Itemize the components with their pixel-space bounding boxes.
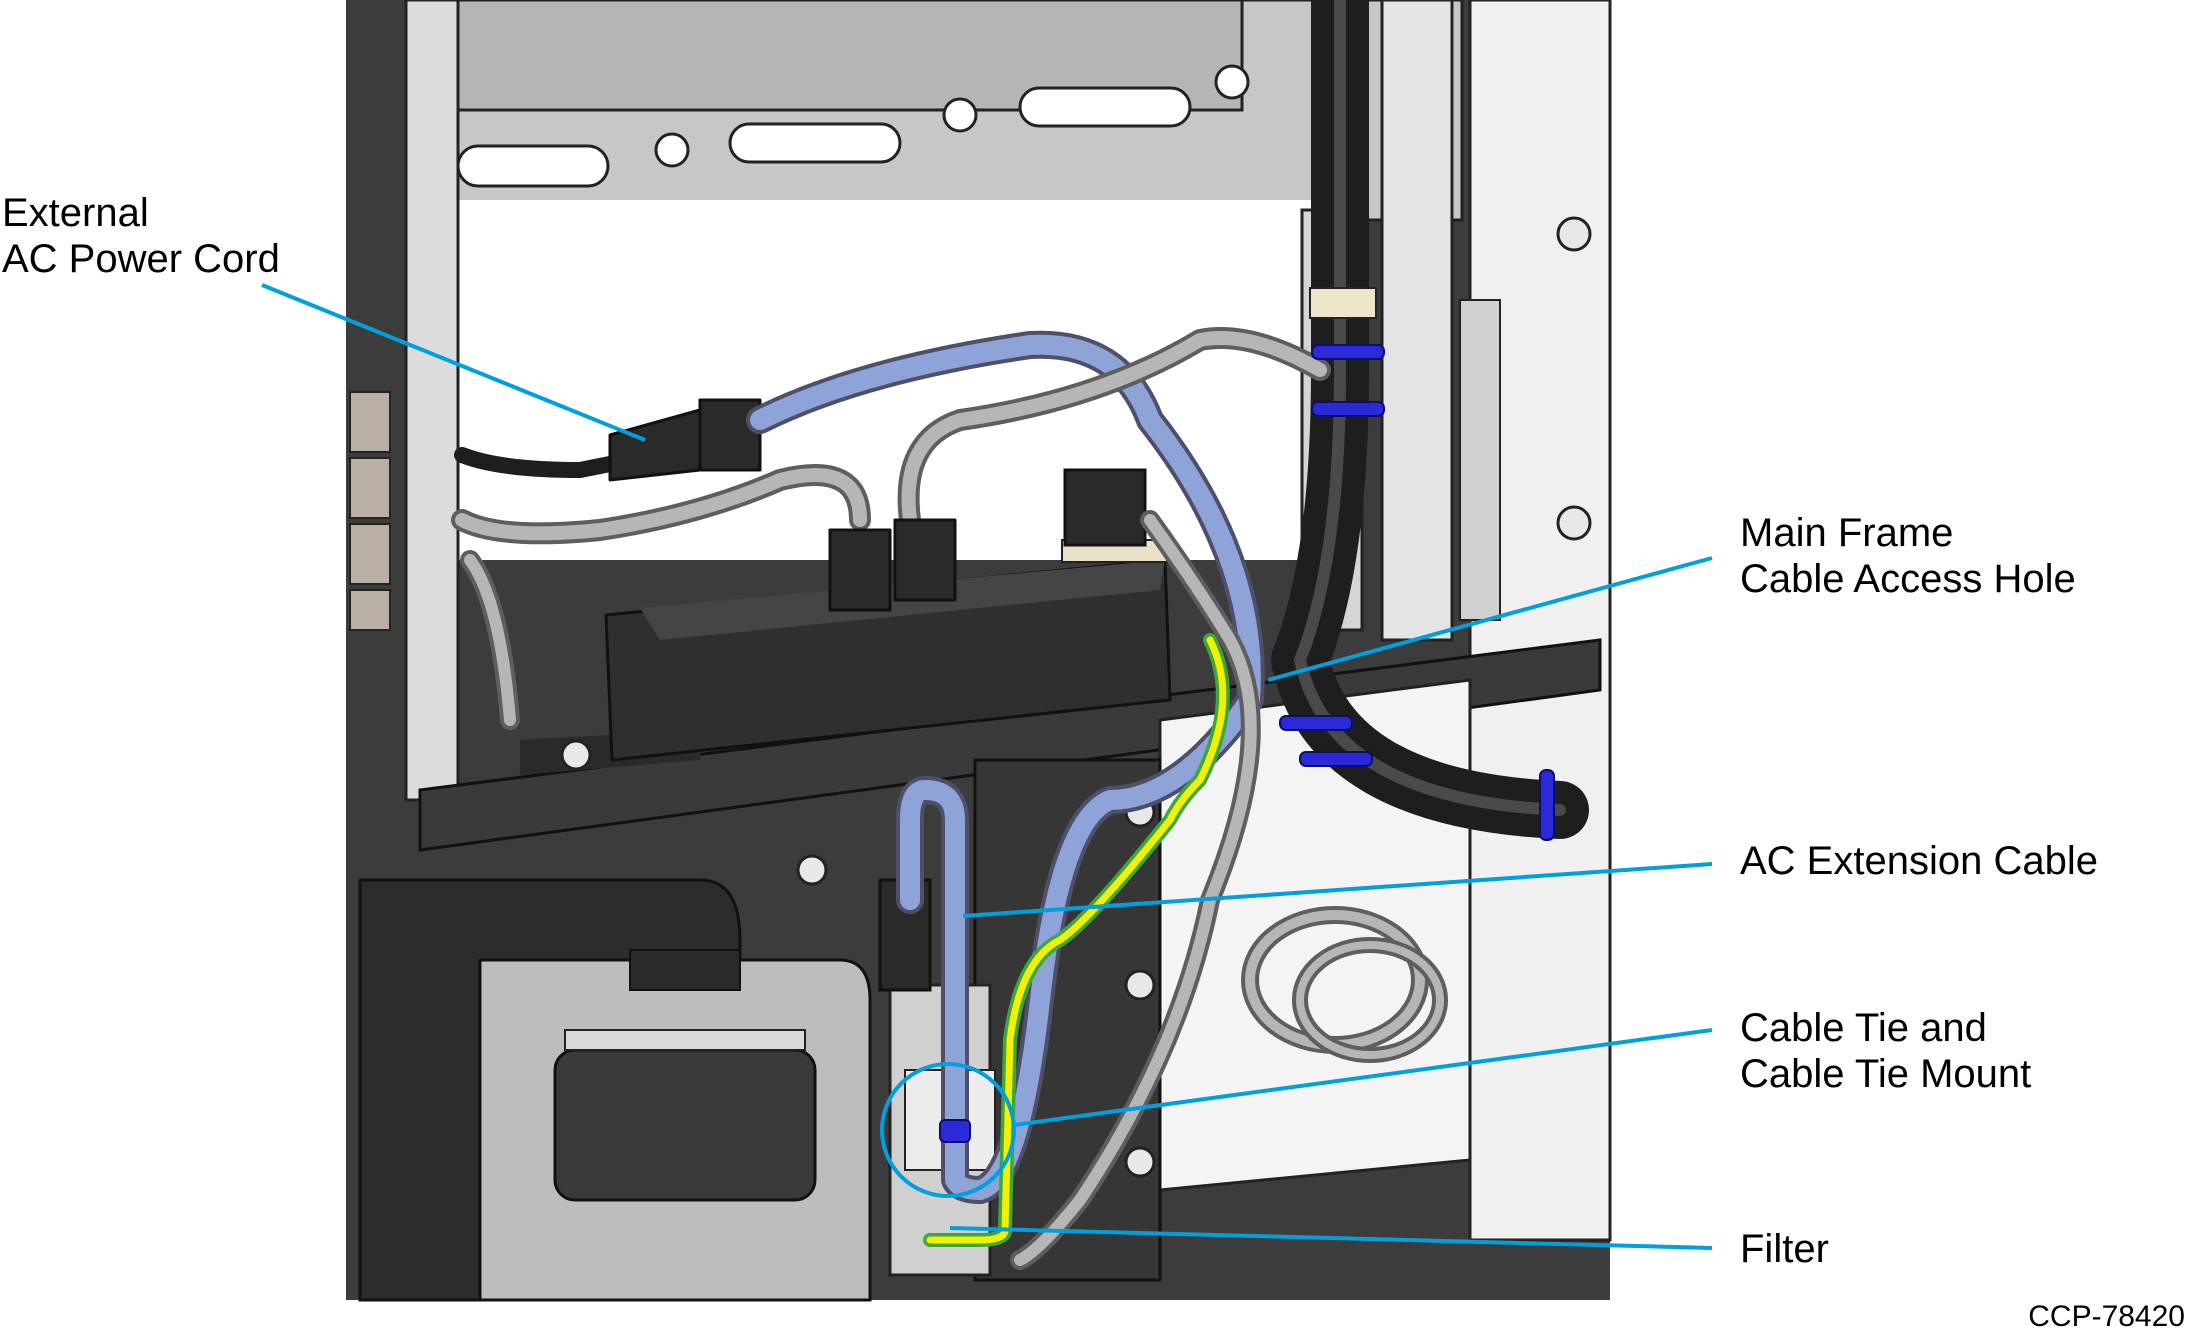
external-ac-power-cord xyxy=(454,447,628,478)
label-line: Main Frame xyxy=(1740,511,1954,555)
screw xyxy=(560,216,1592,1178)
figure-id: CCP-78420 xyxy=(2028,1300,2185,1333)
leader-lines xyxy=(261,283,1713,1250)
label-external-ac-power-cord: External AC Power Cord xyxy=(2,190,280,282)
label-line: Filter xyxy=(1740,1227,1829,1271)
receipt-printer xyxy=(358,878,872,1302)
label-line: Cable Tie Mount xyxy=(1740,1052,2032,1096)
leader-external-ac-power-cord xyxy=(261,283,646,442)
tape-band xyxy=(1309,287,1377,319)
label-filter: Filter xyxy=(1740,1226,1829,1272)
leader-main-frame-cable-access-hole xyxy=(1267,556,1713,682)
cable-tie-highlight-circle xyxy=(880,1062,1016,1198)
label-line: Cable Tie and xyxy=(1740,1006,1987,1050)
cable-ties xyxy=(939,344,1555,1143)
label-ac-extension-cable: AC Extension Cable xyxy=(1740,838,2098,884)
mounting-slots xyxy=(456,64,1250,188)
label-line: AC Extension Cable xyxy=(1740,839,2098,883)
label-line: AC Power Cord xyxy=(2,237,280,281)
leader-cable-tie xyxy=(1013,1028,1713,1127)
leader-filter xyxy=(949,1226,1713,1250)
label-line: External xyxy=(2,191,149,235)
hinge xyxy=(349,391,391,631)
cables xyxy=(451,0,1589,1270)
label-cable-tie-and-mount: Cable Tie and Cable Tie Mount xyxy=(1740,1005,2031,1097)
label-main-frame-cable-access-hole: Main Frame Cable Access Hole xyxy=(1740,510,2076,602)
label-line: Cable Access Hole xyxy=(1740,557,2076,601)
leader-ac-extension-cable xyxy=(962,862,1713,918)
